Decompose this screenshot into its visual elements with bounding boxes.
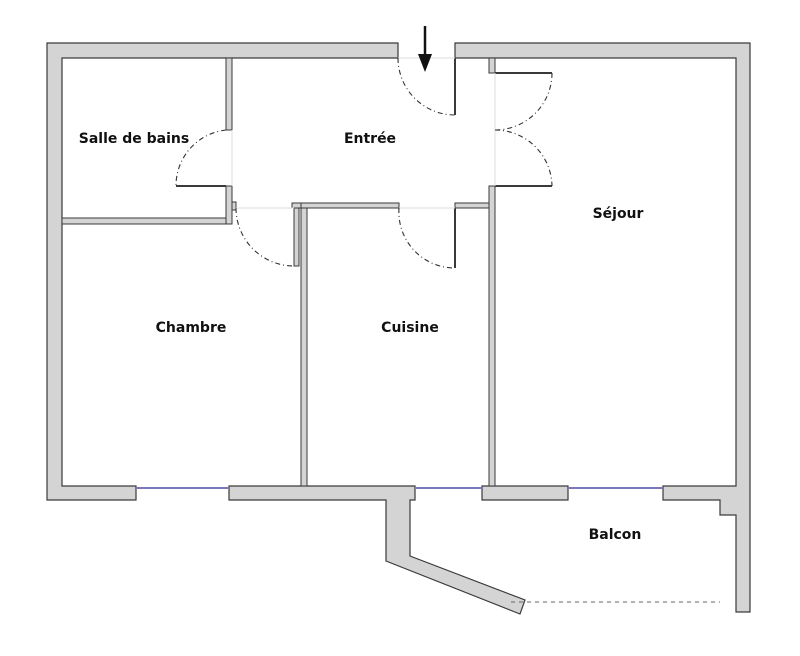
door-swings [175,57,553,269]
room-label-cuisine: Cuisine [381,320,439,336]
room-label-balcon: Balcon [588,527,642,543]
exterior-walls [46,42,751,615]
room-label-chambre: Chambre [155,320,227,336]
interior-walls [61,57,552,487]
room-label-entree: Entrée [343,131,397,147]
arrow-down-icon [418,26,432,72]
room-label-sejour: Séjour [592,206,644,222]
room-label-salle-de-bains: Salle de bains [78,131,190,147]
